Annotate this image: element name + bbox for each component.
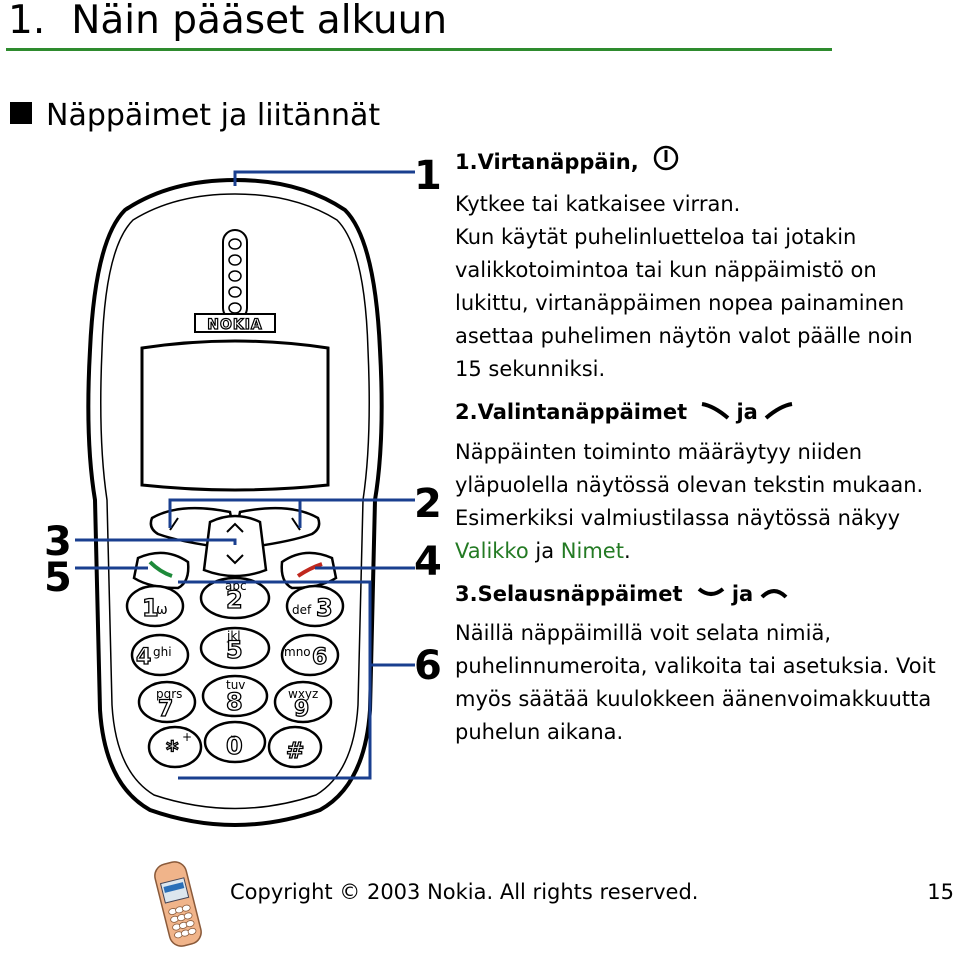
section-title-text: Näppäimet ja liitännät: [46, 98, 381, 133]
key-6-letters: mno: [284, 645, 311, 659]
key-7: [137, 680, 197, 724]
callout-3: 3: [44, 519, 72, 565]
left-selection-key-icon: [700, 397, 730, 430]
key-0: [203, 720, 267, 764]
brand-logo: NOKIA: [207, 317, 263, 333]
chapter-title: 1. Näin pääset alkuun: [8, 0, 447, 43]
key-8-letters: tuv: [226, 678, 245, 692]
item-2-end: .: [623, 538, 631, 563]
key-2: [199, 576, 271, 620]
key-3-digit: 3: [316, 594, 333, 622]
item-2-text-body: Näppäinten toiminto määräytyy niiden ylä…: [455, 439, 924, 530]
phone-thumbnail-icon: [154, 861, 202, 947]
key-1-voicemail: ω: [156, 602, 168, 618]
item-1-heading: 1.Virtanäppäin,: [455, 144, 945, 182]
callout-line-1: [233, 170, 415, 186]
item-2-heading: 2.Valintanäppäimet ja: [455, 396, 945, 430]
item-3-heading: 3.Selausnäppäimet ja: [455, 578, 945, 612]
chapter-title-text: Näin pääset alkuun: [71, 0, 448, 43]
scroll-key: [202, 514, 268, 578]
key-6: [280, 633, 340, 677]
key-hash: [267, 725, 323, 769]
callout-6: 6: [414, 643, 442, 689]
page-number: 15: [927, 880, 954, 904]
key-7-digit: 7: [158, 697, 173, 722]
callout-line-3: [75, 538, 237, 545]
key-star: [147, 725, 203, 769]
callout-4: 4: [414, 539, 442, 585]
key-7-letters: pqrs: [156, 687, 182, 701]
key-5: [199, 626, 271, 670]
item-1-title: 1.Virtanäppäin,: [455, 150, 639, 174]
earpiece-holes: [228, 238, 242, 314]
key-star-glyph: *: [166, 736, 179, 764]
key-1-digit: 1: [142, 594, 159, 622]
screen: [140, 339, 330, 492]
key-9-letters: wxyz: [288, 687, 318, 701]
term-nimet: Nimet: [560, 538, 624, 563]
section-bullet-icon: [10, 102, 32, 124]
page-footer: Copyright © 2003 Nokia. All rights reser…: [0, 858, 960, 954]
key-4-digit: 4: [136, 645, 151, 670]
item-2-conj: ja: [736, 400, 758, 424]
item-2-title: 2.Valintanäppäimet: [455, 400, 688, 424]
right-selection-key-icon: [764, 397, 794, 430]
key-0-space-icon: ⎵: [231, 725, 236, 738]
section-title: Näppäimet ja liitännät: [10, 98, 380, 133]
key-8: [201, 674, 269, 718]
key-5-letters: jkl: [226, 629, 241, 643]
key-5-digit: 5: [226, 636, 243, 664]
key-8-digit: 8: [226, 688, 243, 716]
logo-plate: [194, 313, 276, 333]
phone-illustration: NOKIA 1 2: [75, 170, 415, 827]
key-3: [285, 584, 345, 628]
scroll-up-key-icon: [759, 578, 789, 611]
key-9-digit: 9: [294, 697, 309, 722]
term-valikko: Valikko: [455, 538, 529, 563]
scroll-down-key-icon: [696, 578, 726, 611]
callout-2: 2: [414, 481, 442, 527]
key-0-digit: 0: [226, 732, 243, 760]
phone-inner-outline: [100, 193, 370, 810]
key-1: [125, 584, 185, 628]
item-3-title: 3.Selausnäppäimet: [455, 581, 683, 606]
item-2-mid: ja: [535, 538, 555, 563]
title-rule: [6, 48, 832, 51]
item-1-text-1: Kytkee tai katkaisee virran.: [455, 192, 741, 216]
key-hash-glyph: #: [286, 739, 304, 764]
key-2-digit: 2: [226, 586, 243, 614]
key-star-plus: +: [182, 730, 192, 744]
item-2-text: Näppäinten toiminto määräytyy niiden ylä…: [455, 436, 945, 568]
key-4: [130, 633, 190, 677]
callout-1: 1: [414, 153, 442, 199]
item-1-text-2: Kun käytät puhelinluetteloa tai jotakin …: [455, 225, 913, 381]
chapter-number: 1.: [8, 0, 46, 43]
key-3-letters: def: [292, 603, 312, 617]
phone-figure: NOKIA 1 2: [30, 150, 450, 840]
callout-5: 5: [44, 555, 72, 601]
key-9: [273, 680, 333, 724]
key-descriptions: 1.Virtanäppäin, Kytkee tai katkaisee vir…: [455, 144, 945, 749]
callout-line-6: [178, 580, 372, 780]
copyright-notice: Copyright © 2003 Nokia. All rights reser…: [230, 880, 699, 904]
key-4-letters: ghi: [153, 645, 172, 659]
power-key-icon: [652, 144, 680, 182]
item-3-text: Näillä näppäimillä voit selata nimiä, pu…: [455, 621, 936, 744]
item-3-conj: ja: [731, 581, 754, 606]
key-6-digit: 6: [312, 645, 327, 670]
